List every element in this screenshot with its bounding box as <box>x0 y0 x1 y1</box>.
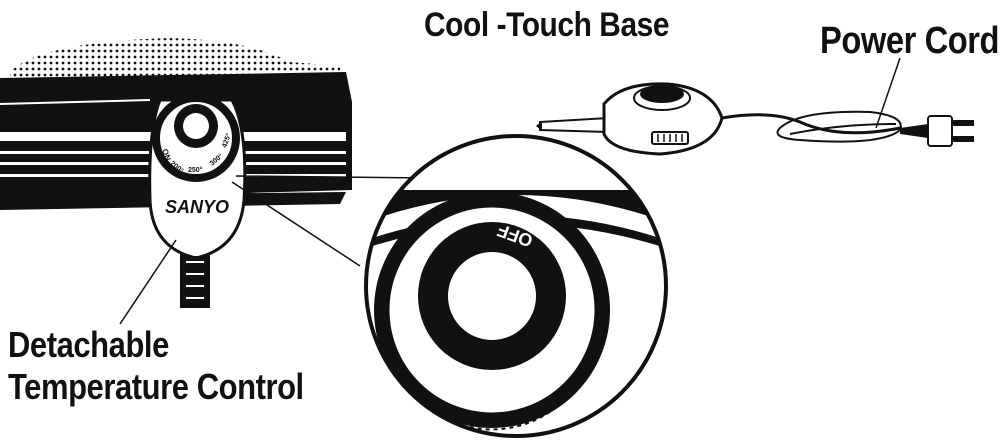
callout-lines <box>119 57 901 325</box>
control-cord <box>182 256 208 306</box>
small-dial-off: OFF <box>190 104 206 116</box>
temperature-control-label: Temperature Control <box>8 366 304 407</box>
detachable-label: Detachable <box>8 324 169 365</box>
cool-touch-base-label: Cool -Touch Base <box>424 6 670 44</box>
dial-250-label: 250° <box>480 343 513 360</box>
power-cord-label: Power Cord <box>820 20 1000 62</box>
small-dial-on: ON <box>160 148 173 163</box>
zoomed-dial: OFF ON 200° 250° 300° 425° <box>364 134 668 438</box>
detached-control-with-cord <box>536 82 974 156</box>
brand-logo: SANYO <box>165 197 229 217</box>
small-dial-250: 250° <box>188 166 203 174</box>
